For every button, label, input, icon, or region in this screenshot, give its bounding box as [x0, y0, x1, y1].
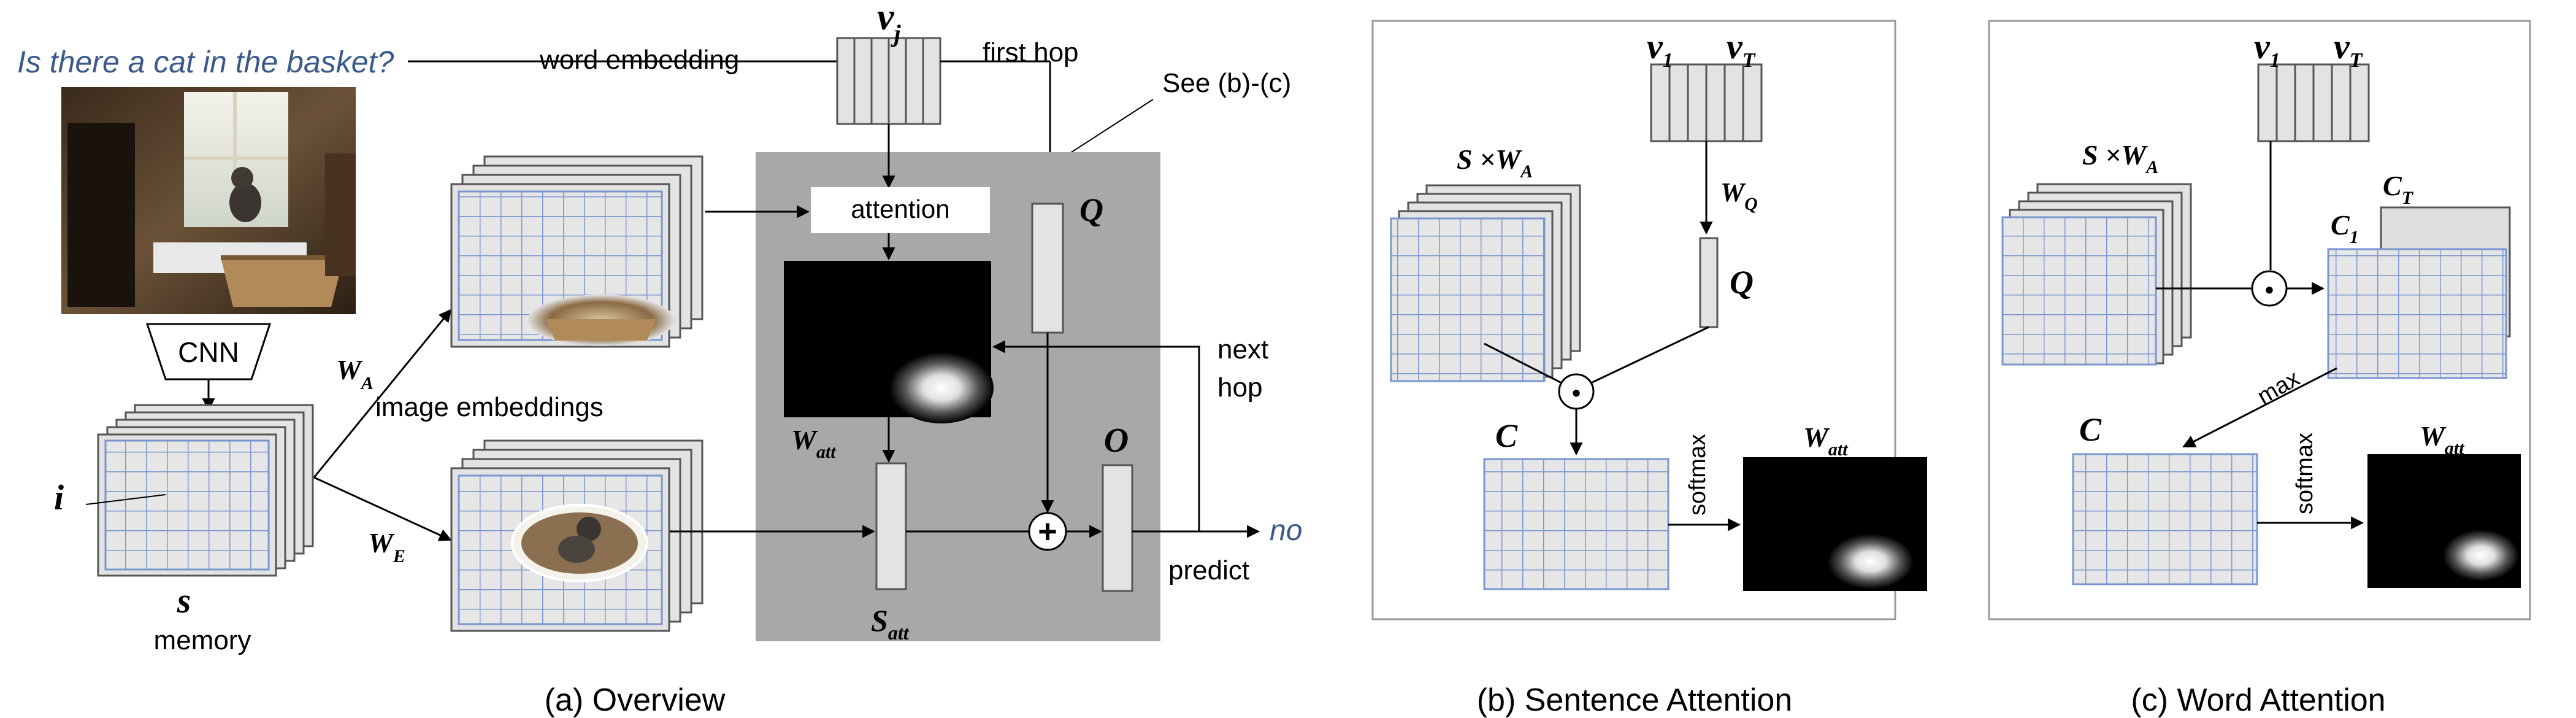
- word-watt-label: Watt: [2420, 420, 2465, 458]
- attention-box: [811, 187, 990, 233]
- memory-stack: [97, 404, 314, 577]
- sentence-v1-label: v1: [1647, 26, 1673, 72]
- hop-label: hop: [1217, 373, 1262, 403]
- sentence-vt-label: vT: [1727, 26, 1756, 72]
- q-vector: [1031, 203, 1064, 334]
- word-c-grid: [2072, 453, 2258, 585]
- word-c-label: C: [2079, 411, 2102, 448]
- word-sxwa-label: S ×WA: [2082, 139, 2158, 177]
- sentence-softmax-label: softmax: [1685, 434, 1711, 515]
- input-image: [61, 87, 356, 314]
- predict-label: predict: [1168, 555, 1249, 585]
- memory-label: memory: [154, 625, 251, 655]
- word-c1-label: C1: [2331, 209, 2359, 247]
- sentence-watt-heatmap: [1743, 457, 1927, 591]
- word-sxwa-stack: [2001, 183, 2192, 366]
- o-vector: [1102, 464, 1133, 592]
- cnn-block: CNN: [145, 323, 272, 380]
- word-vt-label: vT: [2334, 26, 2363, 72]
- first-hop-label: first hop: [983, 37, 1079, 68]
- i-label: i: [54, 477, 64, 517]
- i-pointer-line: [85, 494, 166, 505]
- we-label: WE: [368, 527, 405, 566]
- we-arrow: [313, 476, 452, 541]
- o-label: O: [1104, 422, 1129, 460]
- next-label: next: [1217, 334, 1268, 365]
- wa-arrow: [313, 309, 452, 478]
- word-max-arrow: [2182, 367, 2337, 448]
- word-embedding-label: word embedding: [539, 45, 739, 75]
- sentence-c-label: C: [1495, 417, 1518, 454]
- image-embeddings-label: image embeddings: [375, 392, 604, 422]
- word-watt-heatmap: [2367, 454, 2521, 588]
- s-label: s: [177, 581, 191, 620]
- sentence-wq-label: WQ: [1720, 177, 1758, 214]
- word-v1-label: v1: [2254, 26, 2280, 72]
- q-label: Q: [1079, 191, 1103, 228]
- question-text: Is there a cat in the basket?: [17, 45, 394, 79]
- caption-b: (b) Sentence Attention: [1477, 682, 1793, 718]
- vj-vector: [836, 37, 941, 125]
- embedding-stack-e: [450, 439, 703, 632]
- sentence-q-to-dot: [1589, 326, 1709, 385]
- caption-a: (a) Overview: [545, 682, 726, 718]
- plus-label: +: [1038, 513, 1057, 550]
- sentence-s-to-dot: [1484, 342, 1563, 385]
- attention-label: attention: [851, 195, 949, 223]
- sentence-dot-label: •: [1572, 380, 1581, 407]
- answer-text: no: [1270, 514, 1302, 547]
- see-bc-label: See (b)-(c): [1162, 68, 1291, 98]
- word-ct-label: CT: [2383, 170, 2414, 208]
- satt-label: Satt: [871, 603, 910, 644]
- embedding-stack-a: [450, 155, 703, 348]
- satt-vector: [875, 462, 907, 590]
- sentence-q-label: Q: [1730, 264, 1754, 301]
- caption-c: (c) Word Attention: [2131, 682, 2385, 718]
- word-dot-label: •: [2265, 277, 2274, 304]
- sentence-sxwa-stack: [1390, 184, 1581, 382]
- sentence-sxwa-label: S ×WA: [1457, 144, 1533, 182]
- sentence-v-vectors: [1650, 63, 1763, 142]
- word-c-stack: [2327, 206, 2511, 379]
- word-v-vectors: [2257, 63, 2370, 142]
- word-softmax-label: softmax: [2292, 433, 2318, 514]
- vj-label: vj: [877, 0, 902, 47]
- watt-heatmap: [784, 261, 994, 423]
- next-hop-loop: [992, 340, 1200, 533]
- wa-label: WA: [336, 354, 374, 393]
- sentence-watt-label: Watt: [1803, 422, 1849, 460]
- sentence-q-vector: [1699, 237, 1719, 328]
- cnn-label: CNN: [178, 336, 239, 368]
- watt-label: Watt: [791, 424, 837, 462]
- sentence-c-grid: [1483, 458, 1669, 590]
